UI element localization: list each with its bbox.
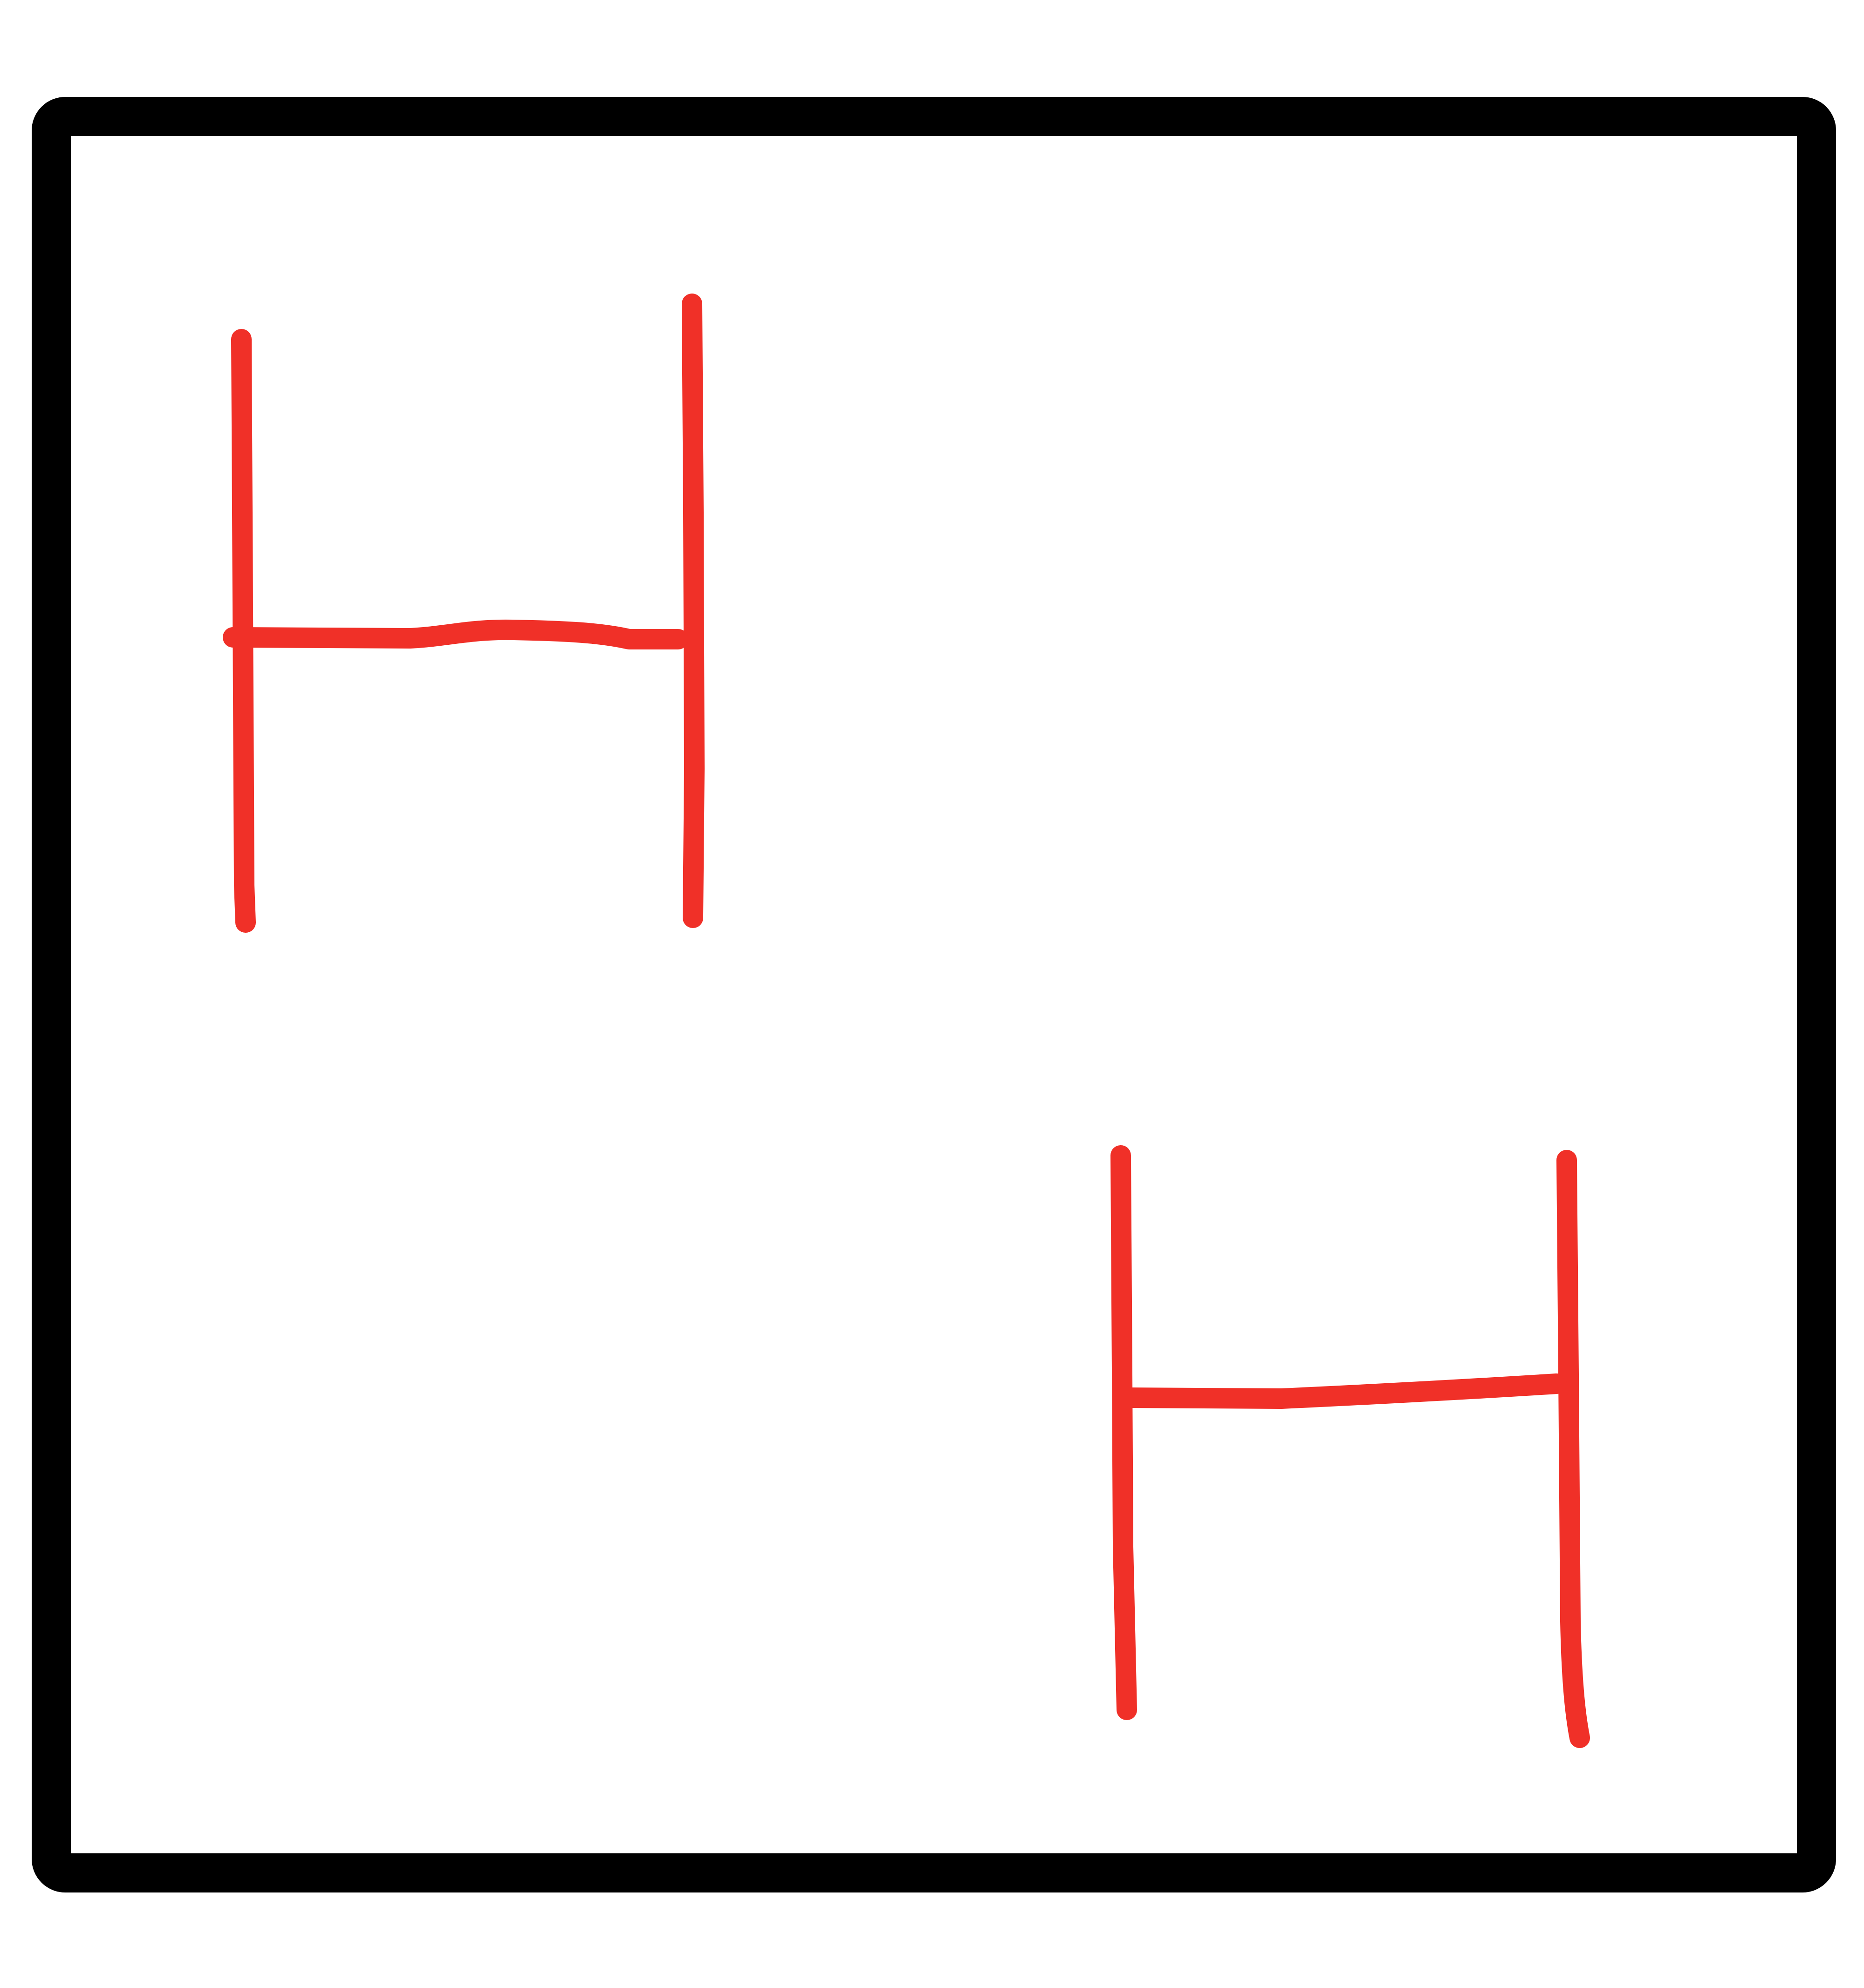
frame-border <box>32 97 1836 1892</box>
letter-h-bottom-right-right-stroke <box>1556 1150 1590 1748</box>
letter-h-bottom-right-crossbar <box>1117 1373 1567 1409</box>
letter-h-bottom-right-left-stroke <box>1110 1145 1137 1720</box>
letter-h-top-left <box>223 294 705 933</box>
letter-h-top-left-right-stroke <box>682 294 705 928</box>
letter-h-top-left-crossbar <box>223 619 688 649</box>
letter-h-top-left-left-stroke <box>231 329 256 933</box>
letter-h-bottom-right <box>1110 1145 1590 1748</box>
